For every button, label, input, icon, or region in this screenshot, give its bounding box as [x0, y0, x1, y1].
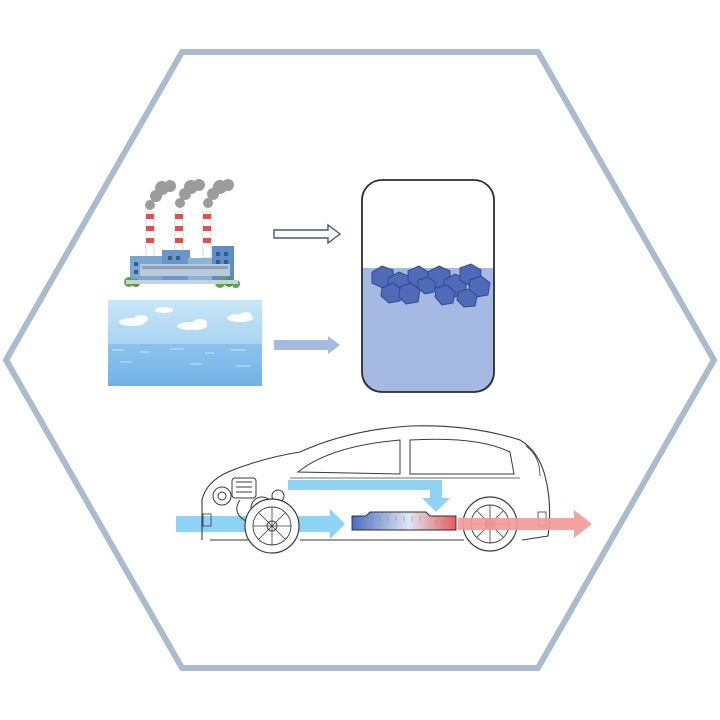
factory-icon [124, 179, 240, 288]
wheel-icon [244, 498, 300, 554]
smokestacks [145, 211, 212, 259]
hexagon-frame [3, 49, 717, 671]
storage-tank-icon [361, 179, 495, 393]
car-window [296, 439, 401, 475]
crystal-icon [371, 263, 491, 308]
hot-outflow-arrow [458, 510, 592, 538]
factory-buildings [124, 246, 240, 288]
cloud-icon [119, 307, 253, 330]
car-window [409, 438, 515, 475]
cold-duct-arrow [288, 480, 450, 512]
seawater-flow-arrow [274, 336, 340, 354]
co2-flow-arrow [273, 223, 342, 245]
car-body-outline [201, 425, 551, 541]
battery-icon [351, 511, 457, 531]
ocean-icon [108, 300, 262, 386]
car-icon [176, 425, 592, 554]
smoke-icon [145, 179, 234, 210]
